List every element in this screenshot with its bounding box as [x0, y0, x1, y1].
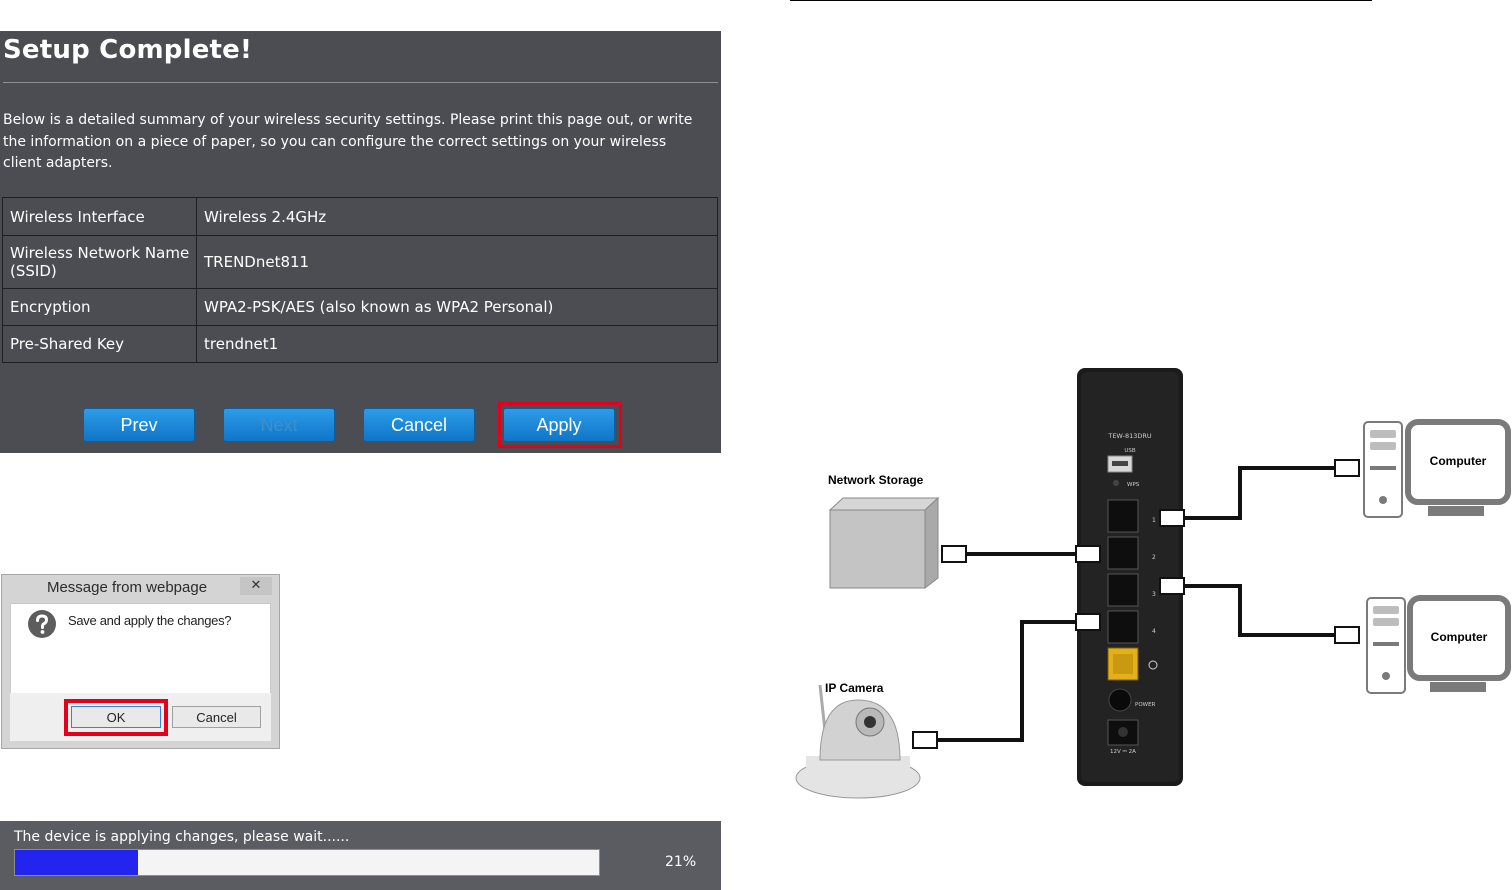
row-label: Wireless Interface — [2, 197, 197, 236]
port-3-label: 3 — [1152, 591, 1156, 598]
lan-port-3 — [1107, 573, 1139, 607]
apply-highlight-box — [498, 402, 622, 448]
progress-bar-fill — [15, 850, 138, 875]
rj45-connectors — [912, 459, 1360, 749]
progress-panel: The device is applying changes, please w… — [0, 821, 721, 890]
computer-1-image — [1363, 419, 1511, 518]
apply-button[interactable]: Apply — [503, 408, 615, 442]
router-model-label: TEW-813DRU — [1107, 432, 1152, 440]
lan-port-4 — [1107, 610, 1139, 644]
ip-camera-image — [795, 684, 921, 799]
usb-label: USB — [1124, 448, 1136, 454]
ethernet-cables — [930, 466, 1335, 742]
progress-percent: 21% — [665, 854, 697, 870]
router-image: TEW-813DRU USB WPS 1 2 3 4 POWER 12V ⎓ 2… — [1077, 368, 1183, 786]
row-value: TRENDnet811 — [196, 235, 718, 289]
port-1-label: 1 — [1152, 517, 1156, 524]
table-row: Wireless Interface Wireless 2.4GHz — [2, 197, 718, 236]
row-value: Wireless 2.4GHz — [196, 197, 718, 236]
power-button — [1108, 688, 1132, 712]
network-diagram: TEW-813DRU USB WPS 1 2 3 4 POWER 12V ⎓ 2… — [795, 368, 1511, 799]
top-divider — [790, 0, 1372, 1]
title-divider — [3, 82, 718, 83]
progress-bar — [14, 849, 600, 876]
progress-message: The device is applying changes, please w… — [14, 829, 350, 845]
setup-complete-panel: Setup Complete! Below is a detailed summ… — [0, 31, 721, 453]
computer-2-image — [1366, 595, 1511, 694]
lan-port-2 — [1107, 536, 1139, 570]
wps-button — [1113, 480, 1119, 486]
ip-camera-label: IP Camera — [825, 681, 884, 695]
close-icon[interactable]: ✕ — [240, 577, 272, 595]
ok-button[interactable]: OK — [71, 706, 161, 728]
computer-1-label: Computer — [1430, 454, 1487, 468]
cancel-button[interactable]: Cancel — [363, 408, 475, 442]
row-label: Wireless Network Name (SSID) — [2, 235, 197, 289]
port-2-label: 2 — [1152, 554, 1156, 561]
internet-icon — [1148, 660, 1158, 670]
table-row: Pre-Shared Key trendnet1 — [2, 325, 718, 363]
row-value: WPA2-PSK/AES (also known as WPA2 Persona… — [196, 288, 718, 326]
ok-highlight-box — [64, 699, 168, 736]
wps-label: WPS — [1127, 482, 1140, 488]
network-storage-label: Network Storage — [828, 473, 924, 487]
settings-summary-table: Wireless Interface Wireless 2.4GHz Wirel… — [2, 197, 718, 363]
message-dialog: Message from webpage ✕ Save and apply th… — [1, 574, 280, 749]
row-value: trendnet1 — [196, 325, 718, 363]
computer-2-label: Computer — [1431, 630, 1488, 644]
dialog-message: Save and apply the changes? — [68, 613, 232, 628]
next-button[interactable]: Next — [223, 408, 335, 442]
row-label: Pre-Shared Key — [2, 325, 197, 363]
row-label: Encryption — [2, 288, 197, 326]
power-label: POWER — [1135, 702, 1156, 708]
port-4-label: 4 — [1152, 628, 1156, 635]
dialog-cancel-button[interactable]: Cancel — [172, 706, 261, 728]
dialog-title: Message from webpage — [46, 579, 208, 596]
network-storage-image — [828, 496, 940, 590]
prev-button[interactable]: Prev — [83, 408, 195, 442]
table-row: Encryption WPA2-PSK/AES (also known as W… — [2, 288, 718, 326]
lan-port-1 — [1107, 499, 1139, 533]
page-title: Setup Complete! — [3, 35, 253, 65]
dc-label: 12V ⎓ 2A — [1110, 749, 1136, 755]
question-icon — [28, 610, 56, 638]
table-row: Wireless Network Name (SSID) TRENDnet811 — [2, 235, 718, 289]
setup-description: Below is a detailed summary of your wire… — [3, 112, 693, 171]
